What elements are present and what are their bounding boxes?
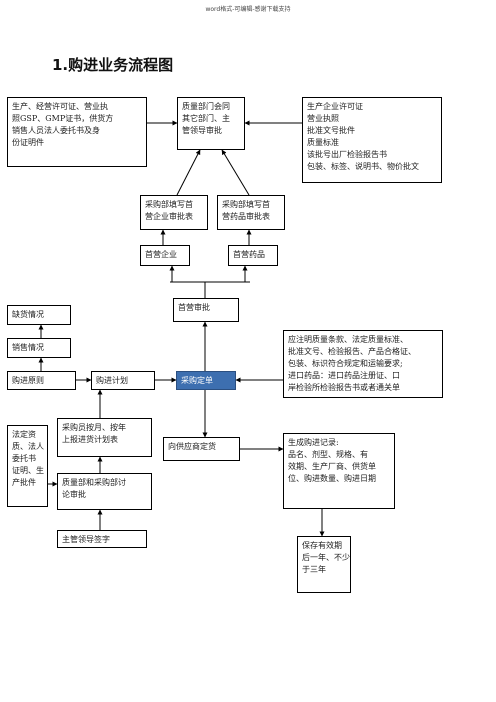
first-enterprise-box: 首营企业 <box>140 245 190 266</box>
shortage-box: 缺货情况 <box>7 305 71 325</box>
drug-form-box: 采购部填写首 营药品审批表 <box>217 195 285 230</box>
producer-docs-box: 生产企业许可证 营业执照 批准文号批件 质量标准 该批号出厂检验报告书 包装、标… <box>302 97 442 183</box>
purchase-order-box: 采购定单 <box>176 371 236 390</box>
arrow-drug-form-to-qa <box>221 149 250 196</box>
first-approval-box: 首营审批 <box>173 298 239 322</box>
arrow-ent-form-to-qa <box>176 149 201 196</box>
qa-review-box: 质量部门会同 其它部门、主 管领导审批 <box>177 97 245 150</box>
plan-report-box: 采购员按月、按年 上报进货计划表 <box>57 418 152 457</box>
page-header: word格式-可编辑-感谢下载支持 <box>205 6 291 13</box>
manager-sign-box: 主管领导签字 <box>57 530 147 548</box>
purchase-record-box: 生成购进记录: 品名、剂型、规格、有 效期、生产厂商、供货单 位、购进数量、购进… <box>283 433 395 509</box>
qa-discuss-box: 质量部和采购部讨 论审批 <box>57 473 152 510</box>
first-drug-box: 首营药品 <box>228 245 278 266</box>
order-with-supplier-box: 向供应商定货 <box>163 437 240 461</box>
contract-notes-box: 应注明质量条款、法定质量标准、 批准文号、检验报告、产品合格证、 包装、标识符合… <box>283 330 443 398</box>
purchase-plan-box: 购进计划 <box>91 371 155 390</box>
retention-box: 保存有效期 后一年、不少 于三年 <box>297 536 351 593</box>
sales-status-box: 销售情况 <box>7 338 71 358</box>
page-title: 1.购进业务流程图 <box>52 56 174 74</box>
supplier-docs-box: 生产、经营许可证、营业执 照GSP、GMP证书，供货方 销售人员法人委托书及身 … <box>7 97 147 167</box>
purchase-principle-box: 购进原则 <box>7 371 76 390</box>
enterprise-form-box: 采购部填写首 营企业审批表 <box>140 195 208 230</box>
legal-docs-box: 法定资 质、法人 委托书 证明、生 产批件 <box>7 425 48 507</box>
